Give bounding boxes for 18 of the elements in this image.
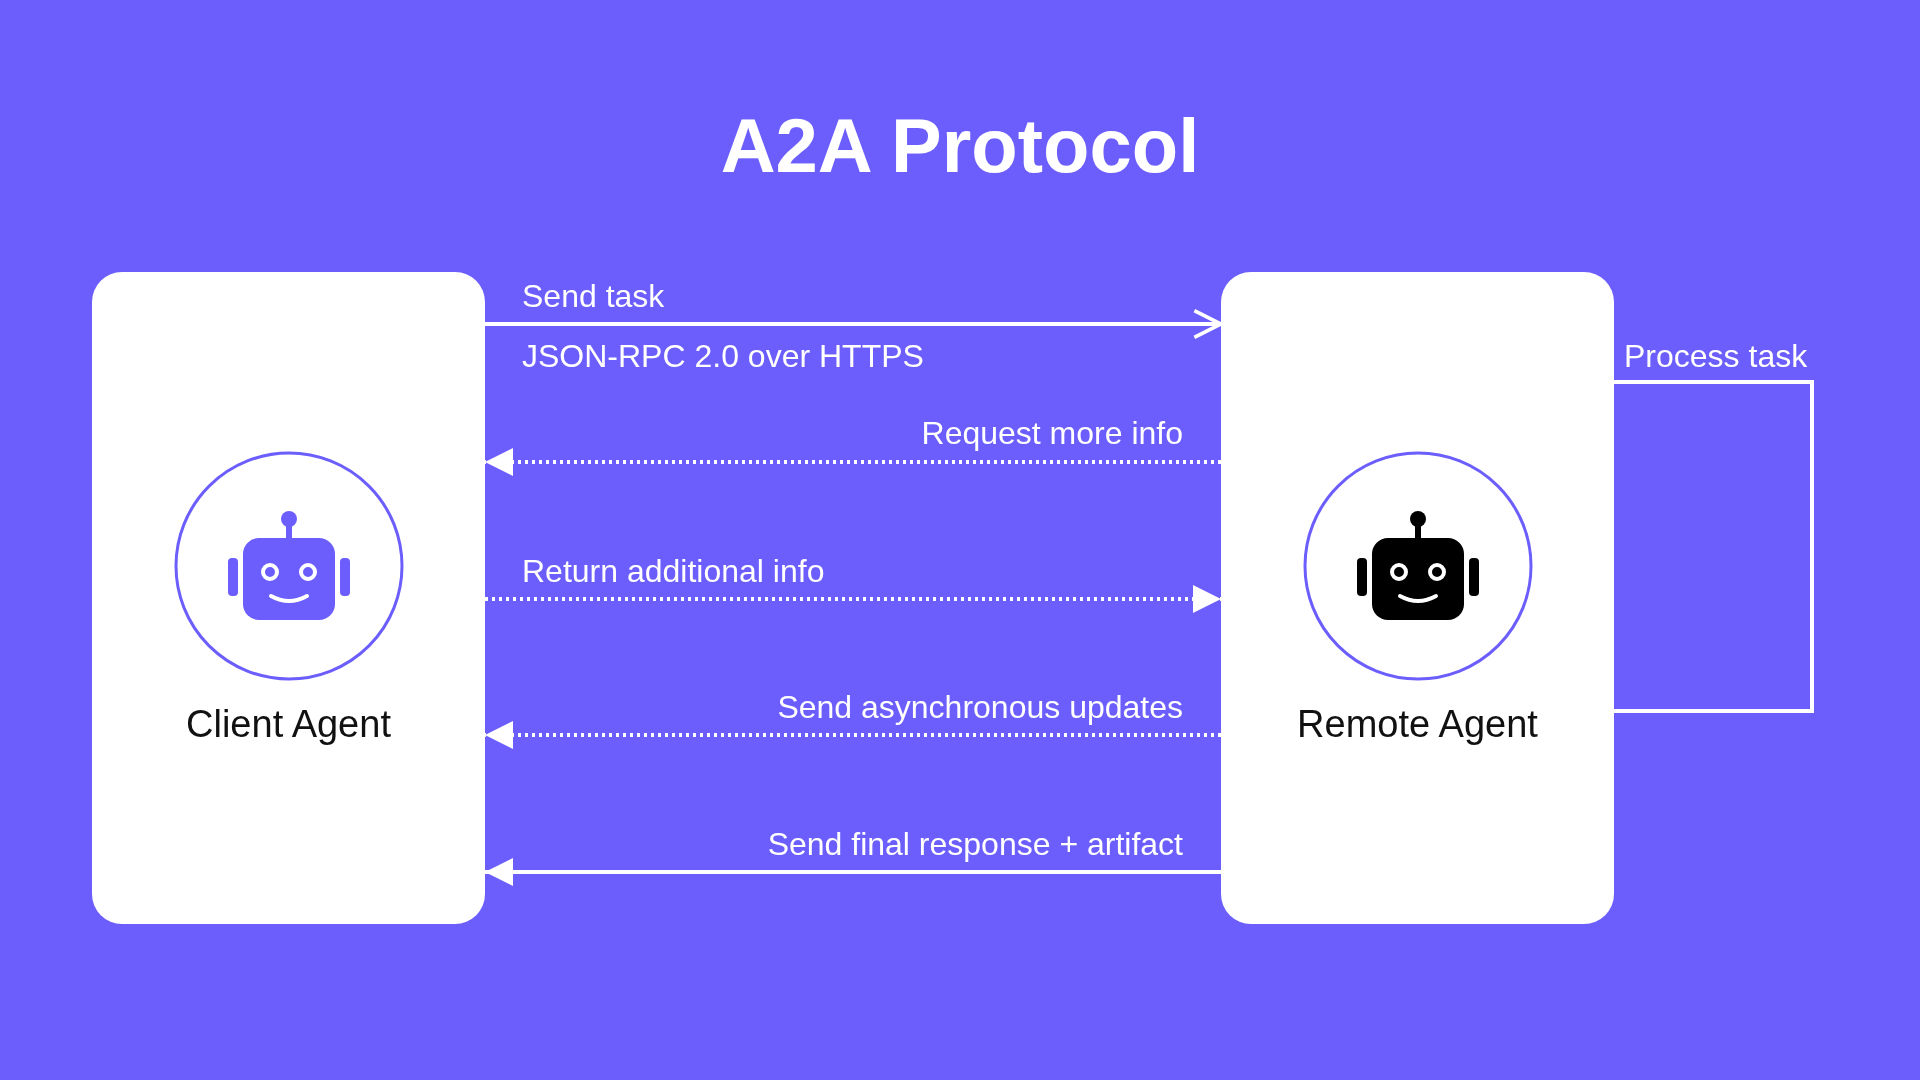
agent-name: Client Agent xyxy=(185,705,392,743)
arrow xyxy=(485,858,1221,886)
loop-connector xyxy=(1614,380,1814,713)
edge-label: Send task xyxy=(522,280,665,312)
protocol-note: JSON-RPC 2.0 over HTTPS xyxy=(522,340,924,372)
edge-label: Send asynchronous updates xyxy=(777,691,1183,723)
edge-label: Return additional info xyxy=(522,555,825,587)
arrow xyxy=(485,448,1221,476)
edge-label: Request more info xyxy=(921,417,1183,449)
agent-card xyxy=(92,272,485,924)
diagram-title: A2A Protocol xyxy=(719,108,1201,184)
agent-card xyxy=(1221,272,1614,924)
edge-label: Process task xyxy=(1624,340,1808,372)
edge-label: Send final response + artifact xyxy=(767,828,1183,860)
agent-name: Remote Agent xyxy=(1296,705,1539,743)
arrow xyxy=(485,721,1221,749)
arrow xyxy=(485,585,1221,613)
arrow xyxy=(485,308,1223,340)
